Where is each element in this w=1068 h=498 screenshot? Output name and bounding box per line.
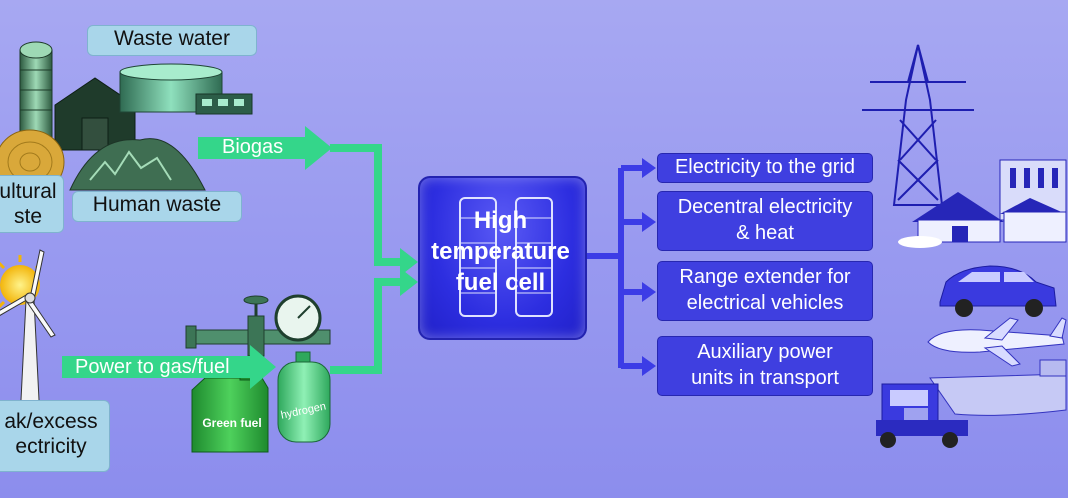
fuel-cell-line1: High <box>473 207 528 234</box>
pipe-valve-gauge-icon <box>185 294 331 357</box>
agricultural-waste-line1: ultural <box>0 180 57 203</box>
output-range-line1: Range extender for <box>679 266 851 289</box>
connector-grid <box>621 158 656 178</box>
output-decentral-line2: & heat <box>736 222 794 244</box>
green-fuel-label: Green fuel <box>202 416 261 430</box>
fuel-cell-line2: temperature <box>431 238 570 266</box>
output-grid-line1: Electricity to the grid <box>674 156 856 179</box>
output-decentral: Decentral electricity & heat <box>657 191 873 251</box>
hydrogen-cylinder-icon: hydrogen <box>277 351 331 443</box>
power-to-gas-arrow-label: Power to gas/fuel <box>75 356 230 378</box>
output-connectors <box>583 158 656 376</box>
waste-heap-icon <box>69 138 206 191</box>
fuel-can-icon: Green fuel <box>191 367 269 453</box>
fuel-cell-stack-icon <box>459 197 553 317</box>
fuel-cell-block <box>418 176 587 340</box>
digester-tank-icon <box>119 63 253 115</box>
power-pylon-icon <box>862 44 974 206</box>
output-decentral-line1: Decentral electricity <box>677 196 853 219</box>
output-auxiliary-power: Auxiliary power units in transport <box>657 336 873 396</box>
input-arrows <box>62 126 418 389</box>
connector-range <box>621 282 656 302</box>
waste-water-label: Waste water <box>87 25 257 56</box>
car-icon <box>939 265 1057 317</box>
power-to-gas-connector <box>330 268 418 374</box>
agricultural-waste-label: ultural ste <box>0 175 64 233</box>
biogas-connector <box>330 144 418 276</box>
connector-decentral <box>621 212 656 232</box>
output-auxiliary-line1: Auxiliary power <box>697 341 833 364</box>
ship-icon <box>929 359 1067 416</box>
agricultural-waste-line2: ste <box>13 205 42 229</box>
peak-excess-electricity-label: ak/excess ectricity <box>0 400 110 472</box>
power-to-gas-arrow <box>62 345 276 389</box>
peak-excess-line1: ak/excess <box>4 410 98 433</box>
silo-icon <box>19 41 53 146</box>
human-waste-label: Human waste <box>72 191 242 222</box>
connector-auxiliary <box>621 356 656 376</box>
truck-icon <box>876 383 968 448</box>
buildings-icon <box>898 159 1067 248</box>
output-range-line2: electrical vehicles <box>686 292 844 314</box>
output-range-extender: Range extender for electrical vehicles <box>657 261 873 321</box>
biogas-arrow <box>198 126 332 170</box>
airplane-icon <box>927 317 1067 367</box>
output-auxiliary-line2: units in transport <box>691 367 839 389</box>
fuel-cell-line3: fuel cell <box>455 269 546 297</box>
fuel-cell-label: High temperature fuel cell <box>418 205 583 299</box>
biogas-arrow-label: Biogas <box>222 136 284 158</box>
output-electricity-grid: Electricity to the grid <box>657 153 873 183</box>
peak-excess-line2: ectricity <box>15 435 87 459</box>
